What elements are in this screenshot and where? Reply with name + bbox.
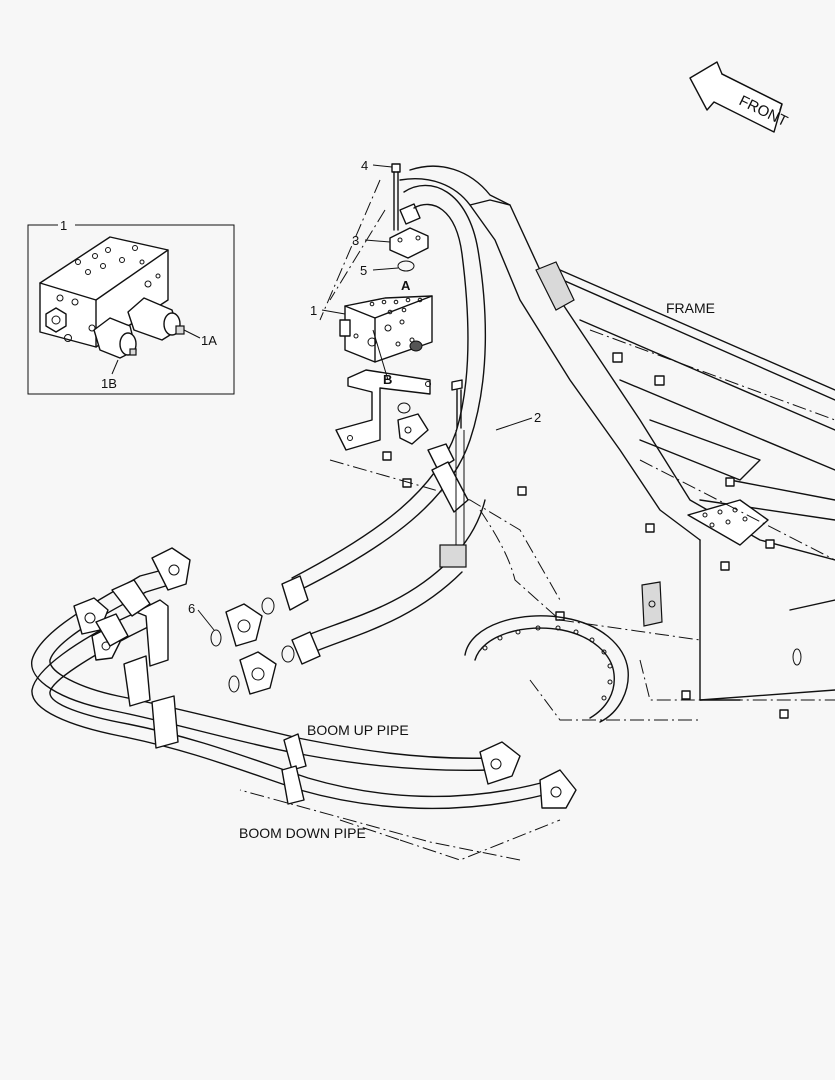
port-a-label: A — [401, 278, 411, 293]
boom-down-pipe-label: BOOM DOWN PIPE — [239, 825, 366, 841]
hose-2 — [281, 184, 487, 611]
callout-6-label: 6 — [188, 601, 195, 616]
callout-2-label: 2 — [534, 410, 541, 425]
inset-box — [27, 224, 235, 395]
valve-assembly — [335, 163, 463, 451]
boom-up-pipe-label: BOOM UP PIPE — [307, 722, 409, 738]
callout-3-label: 3 — [352, 233, 359, 248]
inset-1b-label: 1B — [101, 376, 117, 391]
swing-bearing — [464, 615, 629, 723]
mount-block — [439, 544, 467, 568]
frame-structure — [382, 165, 835, 719]
inset-callout-label: 1 — [60, 218, 67, 233]
callout-1-label: 1 — [310, 303, 317, 318]
callout-4-label: 4 — [361, 158, 368, 173]
inset-1a-label: 1A — [201, 333, 217, 348]
pipes — [31, 499, 577, 810]
callout-5-label: 5 — [360, 263, 367, 278]
frame-label: FRAME — [666, 300, 715, 316]
front-arrow-icon — [689, 61, 783, 133]
phantom-lines — [239, 179, 835, 861]
